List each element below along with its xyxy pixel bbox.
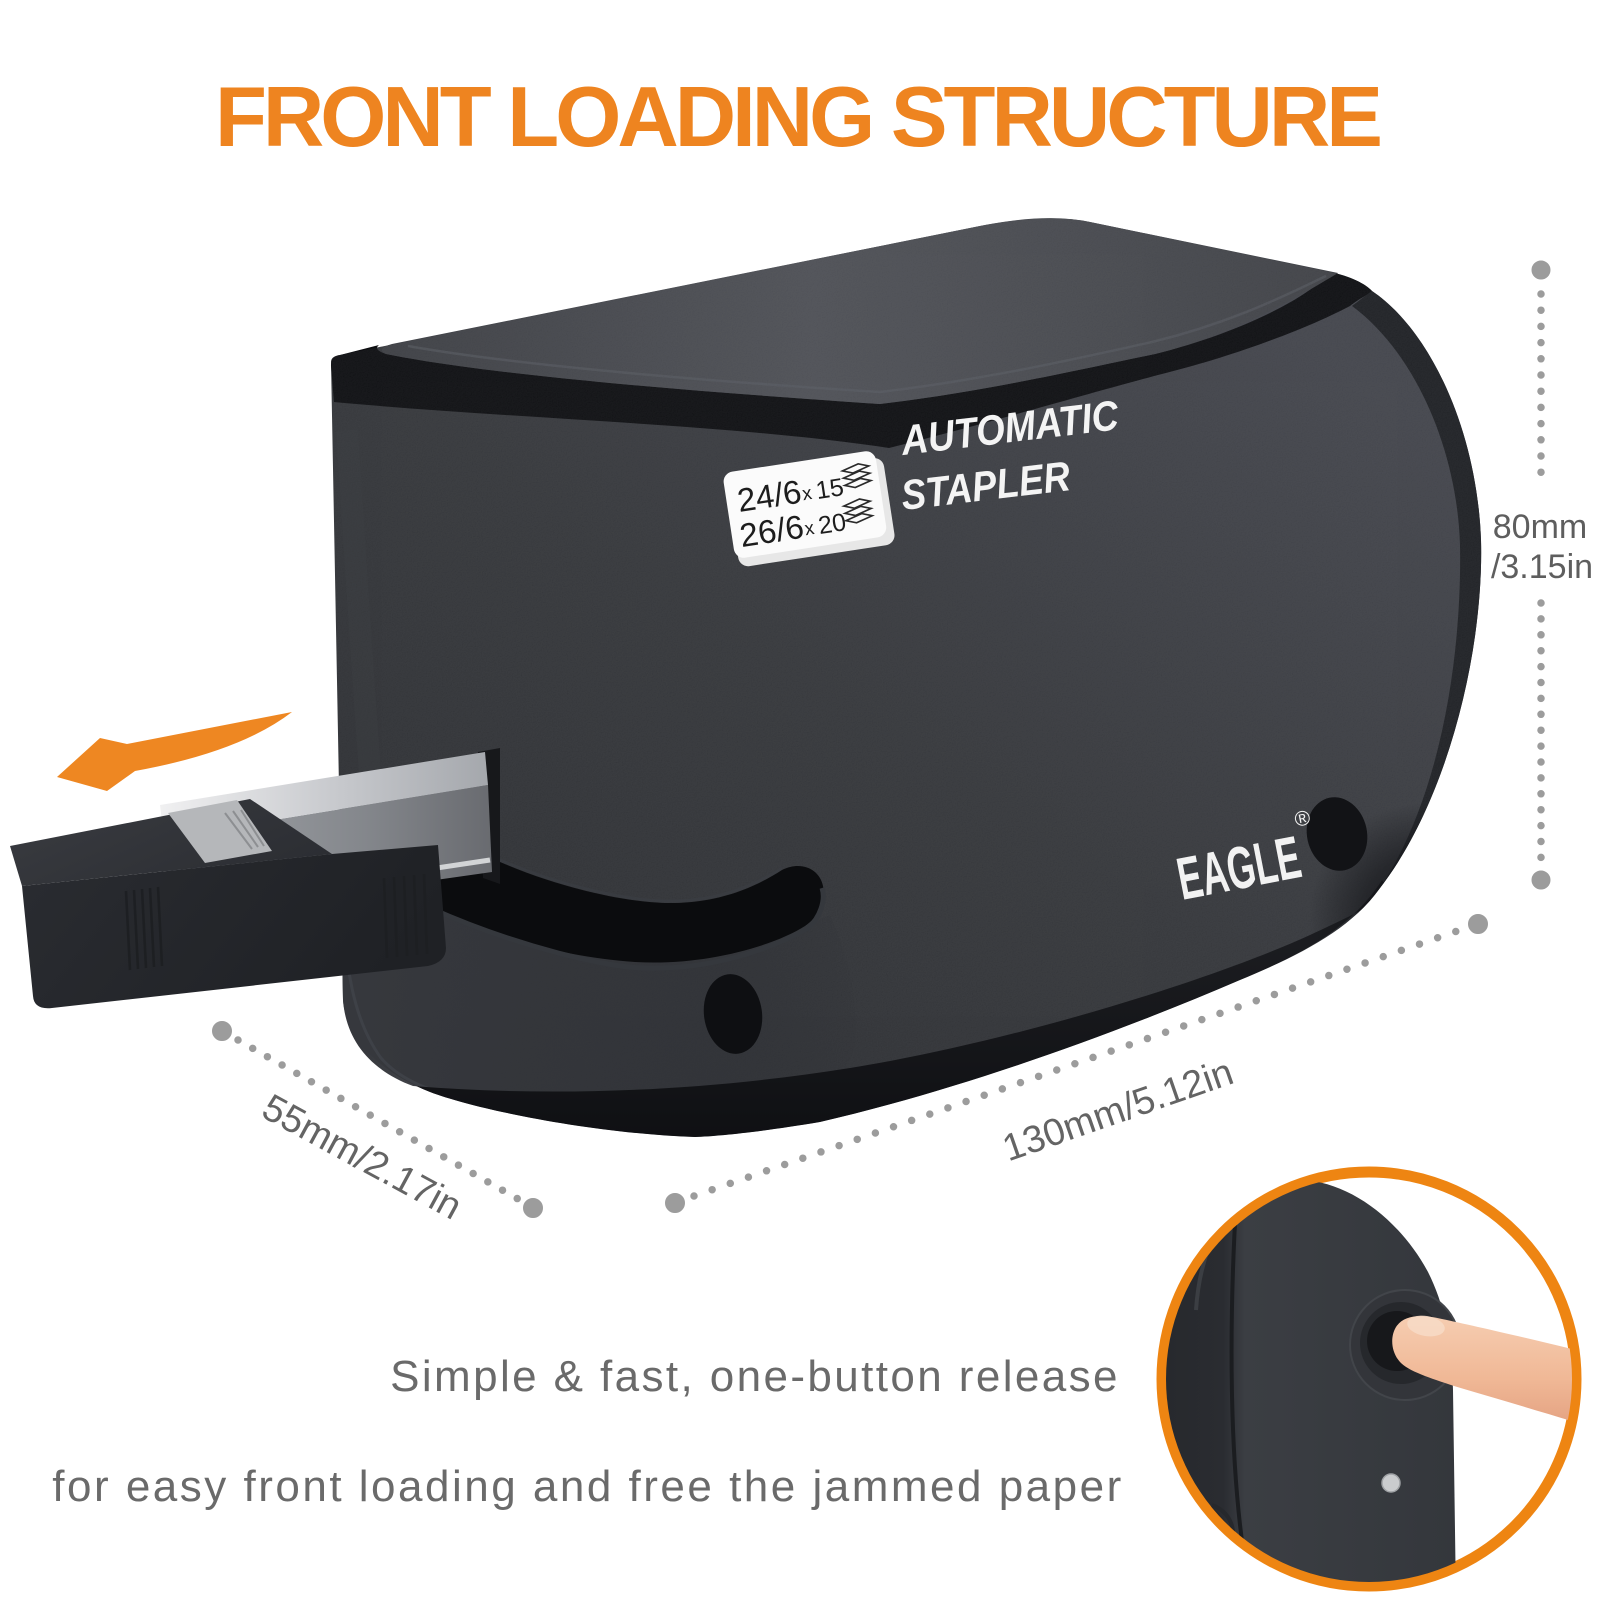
svg-text:for easy front loading and fre: for easy front loading and free the jamm…	[52, 1462, 1123, 1511]
svg-text:/3.15in: /3.15in	[1491, 548, 1593, 586]
svg-text:x: x	[801, 483, 814, 505]
svg-text:x: x	[803, 518, 816, 540]
svg-text:80mm: 80mm	[1493, 508, 1587, 546]
svg-text:15: 15	[814, 473, 846, 505]
svg-text:20: 20	[816, 508, 848, 540]
svg-text:FRONT LOADING STRUCTURE: FRONT LOADING STRUCTURE	[215, 70, 1380, 165]
svg-text:®: ®	[1293, 806, 1313, 832]
svg-text:Simple & fast, one-button rele: Simple & fast, one-button release	[390, 1352, 1120, 1401]
